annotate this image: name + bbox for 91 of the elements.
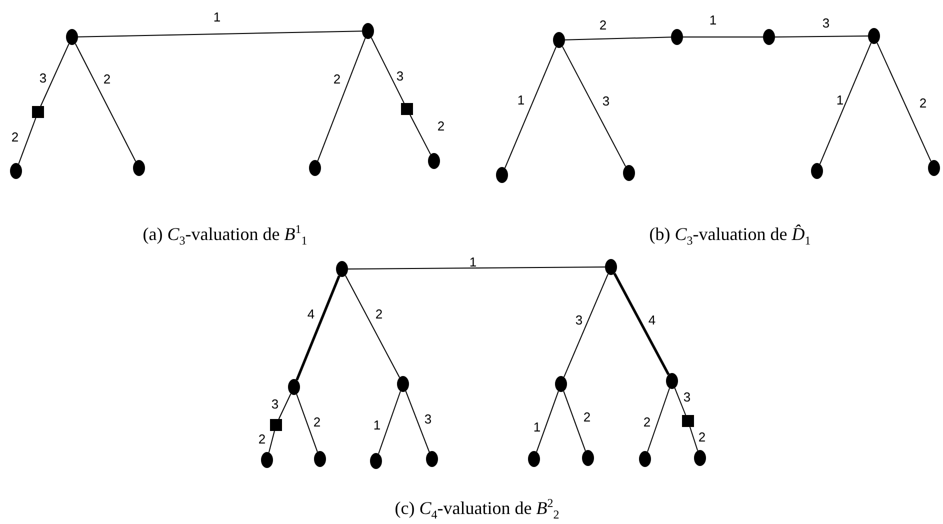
- vertex-dot: [397, 376, 409, 392]
- graph-edge: [296, 394, 318, 452]
- graph-edge: [74, 43, 136, 162]
- graph-edge: [682, 36, 764, 38]
- graph-edge: [647, 388, 670, 452]
- edge-label: 1: [373, 418, 381, 432]
- graph-edge: [344, 275, 400, 378]
- edge-label: 2: [11, 130, 19, 144]
- vertex-dot: [314, 451, 326, 467]
- graph-edge: [689, 426, 698, 452]
- vertex-square: [401, 103, 413, 115]
- graph-edge: [564, 36, 672, 40]
- edge-label: 3: [396, 70, 404, 82]
- graph-edge: [348, 266, 606, 270]
- vertex-dot: [763, 29, 775, 45]
- vertex-dot: [553, 32, 565, 48]
- edge-label: 2: [698, 430, 706, 444]
- edge-label: 2: [333, 72, 341, 86]
- graph-edge: [774, 36, 868, 38]
- graph-edge: [562, 46, 626, 167]
- edge-label: 3: [822, 16, 830, 30]
- vertex-dot: [694, 450, 706, 466]
- vertex-dot: [811, 163, 823, 179]
- graph-edge: [819, 42, 872, 165]
- vertex-dot: [362, 23, 374, 39]
- graph-edge: [378, 390, 401, 454]
- vertex-dot: [868, 28, 880, 44]
- vertex-dot: [370, 453, 382, 469]
- figure-caption: (b) C$_{3}$-valuation de D̂$_{1}$: [649, 224, 811, 245]
- edge-label: 2: [258, 432, 266, 446]
- graph-edge: [296, 276, 340, 380]
- edge-label: 2: [375, 308, 383, 320]
- vertex-square: [32, 106, 44, 118]
- edge-label: 2: [313, 416, 321, 428]
- vertex-dot: [666, 373, 678, 389]
- edge-label: 4: [307, 308, 315, 320]
- vertex-dot: [288, 379, 300, 395]
- edge-label: 3: [602, 94, 610, 108]
- vertex-dot: [623, 165, 635, 181]
- vertex-dot: [928, 160, 940, 176]
- graph-edge: [563, 390, 586, 452]
- edge-label: 3: [271, 398, 279, 410]
- vertex-dot: [496, 167, 508, 183]
- graph-edge: [613, 272, 670, 376]
- edge-label: 2: [583, 410, 591, 424]
- graph-edge: [674, 388, 686, 416]
- vertex-dot: [10, 163, 22, 179]
- graph-edge: [370, 37, 404, 104]
- graph-edge: [876, 42, 932, 162]
- vertex-dot: [133, 160, 145, 176]
- edge-label: 1: [836, 94, 844, 106]
- graph-edge: [268, 430, 275, 453]
- graph-edge: [563, 273, 609, 378]
- edge-label: 2: [643, 416, 651, 428]
- edge-label: 1: [213, 10, 221, 24]
- edge-label: 1: [533, 420, 541, 434]
- edge-label: 2: [599, 18, 607, 32]
- vertex-dot: [528, 451, 540, 467]
- vertex-dot: [428, 153, 440, 169]
- vertex-dot: [555, 376, 567, 392]
- graph-edge: [78, 30, 362, 38]
- edge-label: 3: [39, 72, 47, 84]
- edge-label: 1: [517, 94, 525, 106]
- vertex-dot: [582, 450, 594, 466]
- vertex-dot: [605, 259, 617, 275]
- edge-label: 3: [683, 390, 691, 404]
- graph-edge: [504, 46, 557, 169]
- edge-label: 2: [103, 72, 111, 86]
- edge-label: 4: [648, 314, 656, 326]
- edge-label: 2: [919, 96, 927, 110]
- edge-label: 3: [575, 314, 583, 326]
- edge-label: 1: [469, 256, 477, 268]
- vertex-square: [682, 415, 694, 427]
- vertex-dot: [671, 29, 683, 45]
- graph-edge: [317, 38, 366, 162]
- graph-edge: [278, 393, 292, 420]
- edge-label: 3: [424, 412, 432, 426]
- vertex-square: [270, 419, 282, 431]
- vertex-dot: [639, 451, 651, 467]
- vertex-dot: [66, 29, 78, 45]
- graph-edge: [405, 390, 430, 452]
- edge-label: 2: [437, 120, 445, 132]
- graph-edge: [40, 43, 70, 106]
- graph-edge: [410, 114, 432, 155]
- vertex-dot: [426, 451, 438, 467]
- graph-edge: [18, 118, 36, 164]
- vertex-dot: [261, 452, 273, 468]
- vertex-dot: [336, 261, 348, 277]
- graph-edge: [536, 390, 559, 452]
- vertex-dot: [309, 160, 321, 176]
- edge-label: 1: [709, 14, 717, 26]
